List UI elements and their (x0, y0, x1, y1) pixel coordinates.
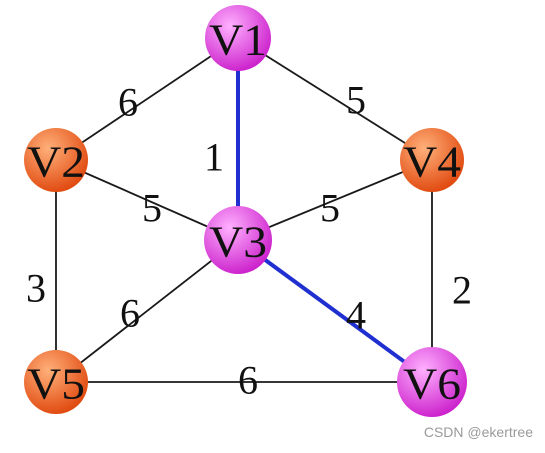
node-label-v5: V5 (27, 360, 85, 409)
node-label-v6: V6 (403, 360, 461, 409)
node-v4: V4 (400, 128, 464, 192)
node-v2: V2 (24, 128, 88, 192)
edge-weight-v1-v2: 6 (118, 80, 138, 125)
edge-weight-v1-v4: 5 (346, 78, 366, 123)
node-v6: V6 (397, 347, 467, 417)
node-v3: V3 (204, 206, 272, 274)
edge-weight-v1-v3: 1 (204, 135, 224, 180)
edge-weight-v4-v3: 5 (320, 186, 340, 231)
edge-weight-v3-v6: 4 (346, 293, 366, 338)
edge-weight-v5-v6: 6 (238, 358, 258, 403)
node-label-v4: V4 (403, 138, 461, 187)
node-v1: V1 (205, 5, 271, 71)
edge-weight-v2-v5: 3 (26, 266, 46, 311)
node-label-v1: V1 (209, 16, 267, 65)
node-label-v2: V2 (27, 138, 85, 187)
node-v5: V5 (24, 350, 88, 414)
edge-weight-v3-v5: 6 (120, 291, 140, 336)
node-label-v3: V3 (209, 218, 267, 267)
edge-weight-v4-v6: 2 (452, 268, 472, 313)
watermark: CSDN @ekertree (424, 424, 533, 440)
edge-weight-v2-v3: 5 (142, 186, 162, 231)
